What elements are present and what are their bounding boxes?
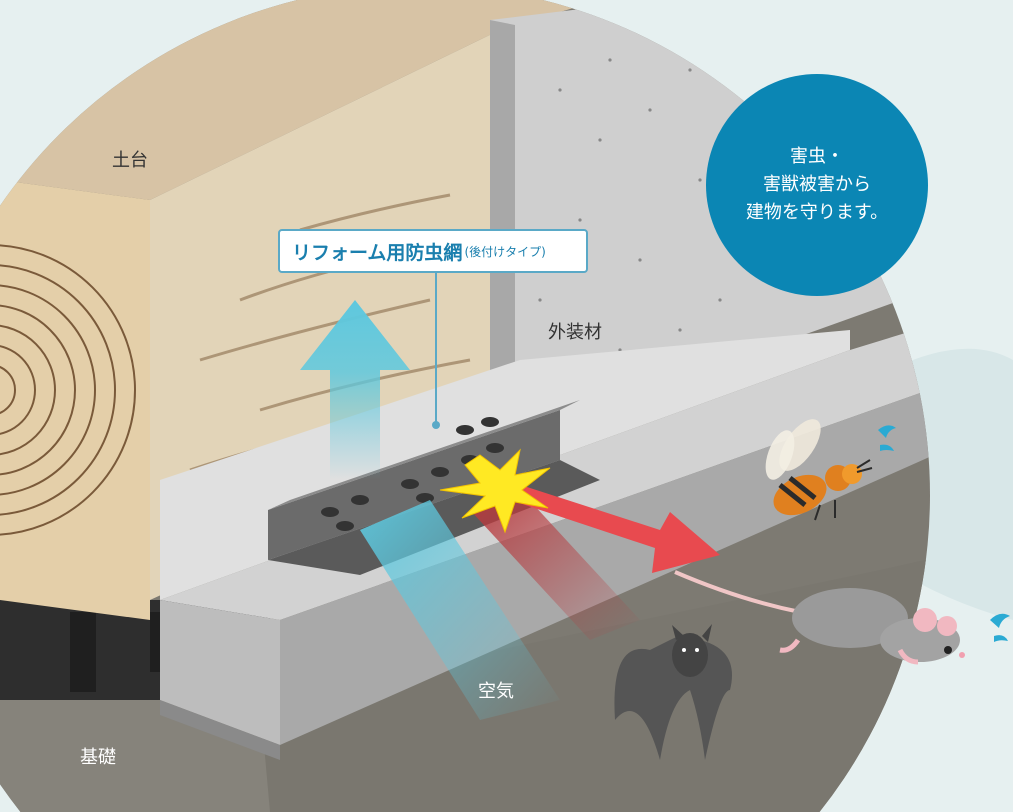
- badge-line-1: 害虫・: [790, 146, 844, 167]
- blocked-path: [470, 490, 640, 640]
- badge-line-3: 建物を守ります。: [745, 202, 889, 223]
- product-callout: リフォーム用防虫網 (後付けタイプ): [278, 229, 588, 273]
- callout-dot: [432, 421, 440, 429]
- spark-burst: [439, 448, 551, 534]
- label-sill: 土台: [112, 150, 148, 171]
- label-cladding: 外装材: [548, 322, 602, 343]
- airflow-in: [360, 500, 560, 720]
- rat-icon: [674, 570, 965, 665]
- sweat-drop-icon: [878, 425, 896, 438]
- sweat-drop-icon: [990, 613, 1010, 628]
- product-type: (後付けタイプ): [464, 244, 546, 259]
- airflow-arrow: [300, 300, 410, 480]
- label-foundation: 基礎: [80, 747, 116, 768]
- label-air: 空気: [478, 681, 514, 702]
- mesh-holes: [321, 417, 504, 531]
- repel-arrow: [480, 475, 720, 573]
- sweat-drop-icon: [994, 635, 1008, 642]
- sweat-drop-icon: [880, 444, 894, 451]
- benefit-badge: 害虫・ 害獣被害から 建物を守ります。: [706, 74, 928, 296]
- badge-line-2: 害獣被害から: [763, 174, 871, 195]
- wood-grain: [0, 244, 136, 536]
- product-name: リフォーム用防虫網: [292, 241, 463, 264]
- bat-icon: [614, 624, 732, 760]
- hornet-icon: [765, 419, 873, 521]
